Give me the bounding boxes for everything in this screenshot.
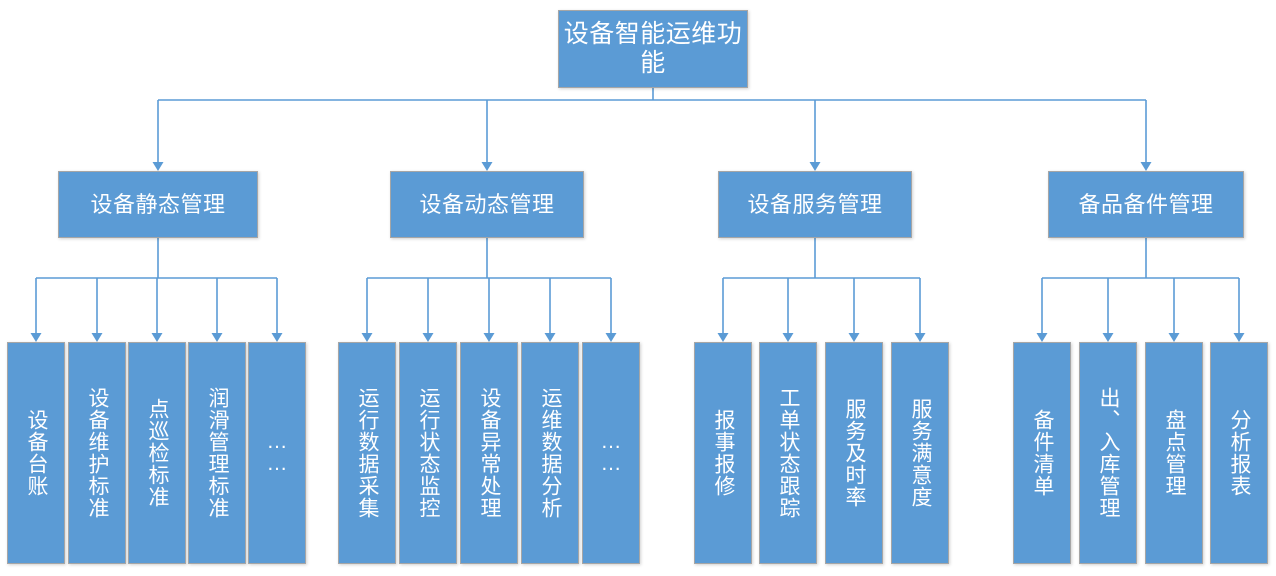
branch-node-3[interactable]: 设备服务管理 bbox=[718, 171, 912, 238]
leaf-node-4-3[interactable]: 盘点管理 bbox=[1145, 342, 1203, 564]
branch-node-4[interactable]: 备品备件管理 bbox=[1048, 171, 1244, 238]
leaf-node-2-2[interactable]: 运行状态监控 bbox=[399, 342, 457, 564]
leaf-node-1-2[interactable]: 设备维护标准 bbox=[68, 342, 126, 564]
leaf-node-2-1[interactable]: 运行数据采集 bbox=[338, 342, 396, 564]
leaf-node-3-4[interactable]: 服务满意度 bbox=[891, 342, 949, 564]
leaf-node-1-1[interactable]: 设备台账 bbox=[7, 342, 65, 564]
leaf-node-3-3[interactable]: 服务及时率 bbox=[825, 342, 883, 564]
branch-node-1[interactable]: 设备静态管理 bbox=[58, 171, 258, 238]
leaf-node-4-2[interactable]: 出、入库管理 bbox=[1079, 342, 1137, 564]
leaf-node-3-1[interactable]: 报事报修 bbox=[694, 342, 752, 564]
root-node-equipment-smart-om[interactable]: 设备智能运维功能 bbox=[558, 10, 748, 88]
leaf-node-2-3[interactable]: 设备异常处理 bbox=[460, 342, 518, 564]
leaf-node-1-3[interactable]: 点巡检标准 bbox=[128, 342, 186, 564]
leaf-node-1-5[interactable]: … … bbox=[248, 342, 306, 564]
leaf-node-4-1[interactable]: 备件清单 bbox=[1013, 342, 1071, 564]
leaf-node-2-5[interactable]: … … bbox=[582, 342, 640, 564]
leaf-node-2-4[interactable]: 运维数据分析 bbox=[521, 342, 579, 564]
leaf-node-4-4[interactable]: 分析报表 bbox=[1210, 342, 1268, 564]
branch-node-2[interactable]: 设备动态管理 bbox=[390, 171, 584, 238]
leaf-node-1-4[interactable]: 润滑管理标准 bbox=[188, 342, 246, 564]
leaf-node-3-2[interactable]: 工单状态跟踪 bbox=[759, 342, 817, 564]
